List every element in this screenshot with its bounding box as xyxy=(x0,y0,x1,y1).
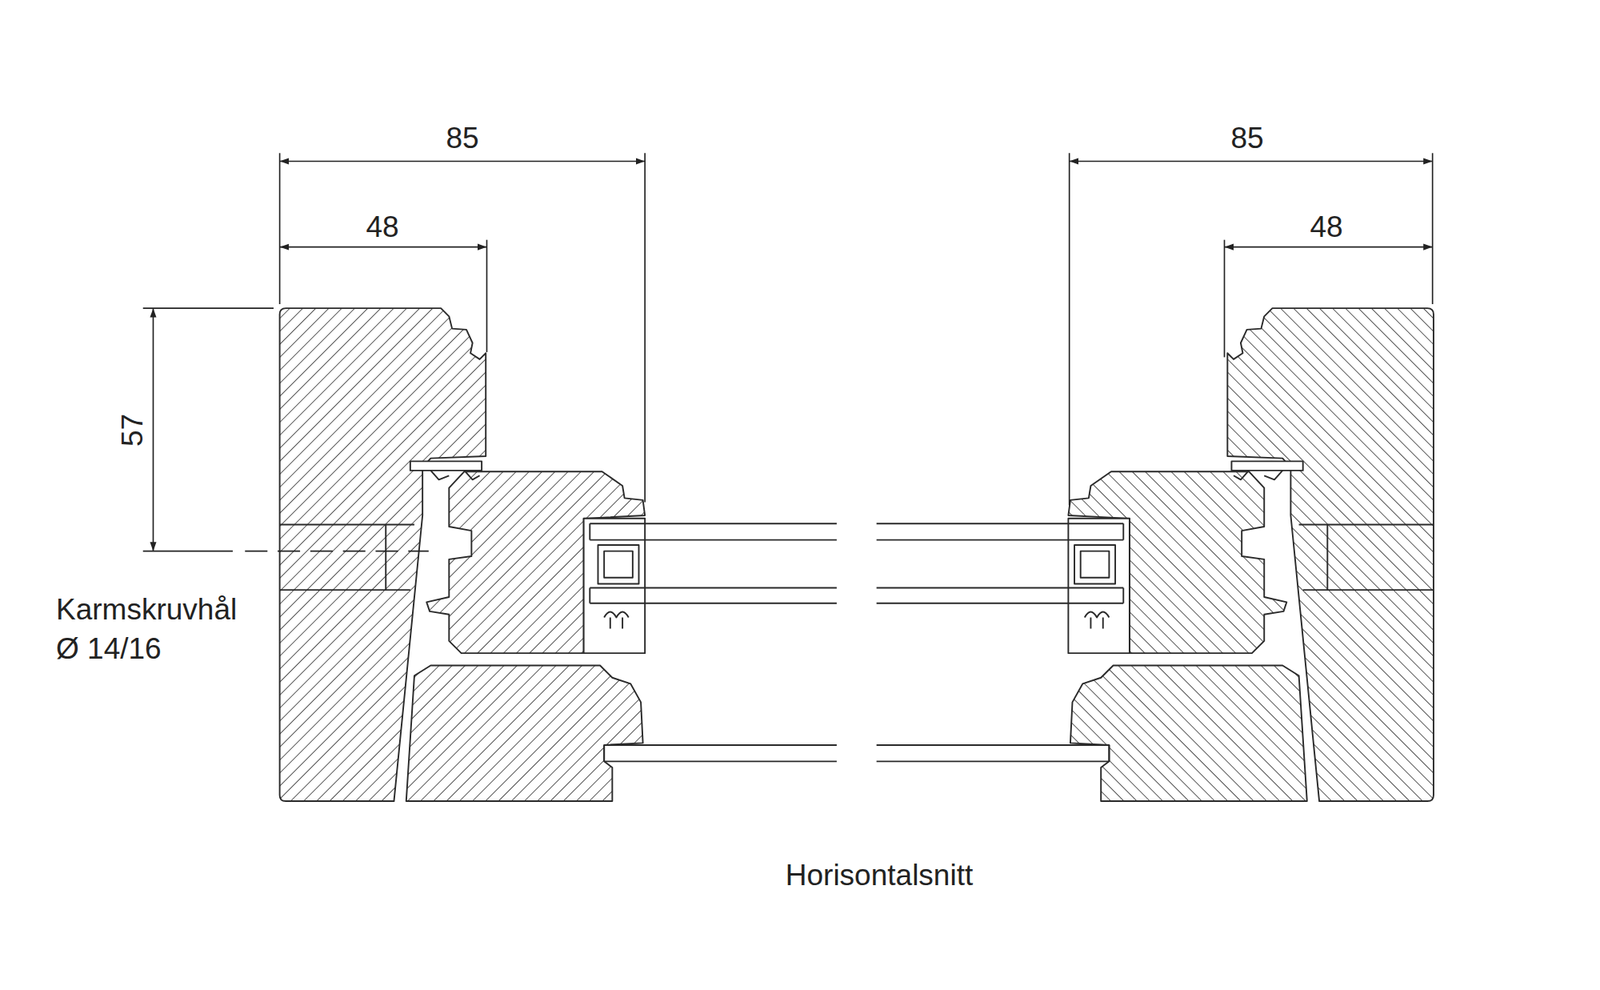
dimension-label: 85 xyxy=(1230,123,1264,153)
dimension-line xyxy=(280,246,488,248)
glass-pane xyxy=(588,588,591,604)
glass-pane xyxy=(589,587,837,589)
extension-line xyxy=(143,550,233,552)
dimension-line xyxy=(1069,160,1433,163)
glass-spacer xyxy=(597,544,639,584)
dimension-label: 48 xyxy=(1309,212,1343,242)
glass-pane xyxy=(603,744,605,761)
note-text: Ø 14/16 xyxy=(56,633,162,664)
glazing-seal xyxy=(604,612,629,629)
dimension-label: 85 xyxy=(445,123,479,153)
caption: Horisontalsnitt xyxy=(785,860,973,890)
insulated-glass xyxy=(589,523,837,628)
extension-line xyxy=(1224,240,1226,358)
glass-pane xyxy=(604,744,837,746)
screw-hole-edge xyxy=(280,524,415,526)
note-text: Karmskruvhål xyxy=(56,594,237,624)
dimension-label: 48 xyxy=(365,212,399,242)
extension-line xyxy=(486,240,488,352)
window-profile-mirrored xyxy=(876,308,1434,801)
screw-hole-edge xyxy=(280,588,411,591)
extension-line xyxy=(279,152,281,304)
glass-pane xyxy=(588,523,591,540)
glass-pane xyxy=(589,602,837,604)
glass-pane xyxy=(604,760,837,762)
extension-line xyxy=(143,307,274,309)
dimension-line xyxy=(152,308,155,552)
glass-pane xyxy=(589,522,837,524)
dimension-lines xyxy=(143,152,1433,551)
dimension-label: 57 xyxy=(118,412,148,446)
window-profile xyxy=(280,308,837,801)
glass-spacer xyxy=(604,551,633,578)
extension-line xyxy=(644,152,646,502)
extension-line xyxy=(1068,152,1071,505)
single-glass xyxy=(604,744,837,761)
extension-line xyxy=(1432,152,1434,304)
dimension-line xyxy=(280,160,646,163)
sash-profile xyxy=(406,664,644,801)
screw-centre-line xyxy=(244,550,429,552)
sash-profile xyxy=(426,471,645,653)
weather-seal xyxy=(410,460,482,470)
dimension-line xyxy=(1224,246,1433,248)
glazing-rebate xyxy=(584,518,646,653)
glass-pane xyxy=(589,539,837,541)
screw-hole-end xyxy=(384,524,387,590)
